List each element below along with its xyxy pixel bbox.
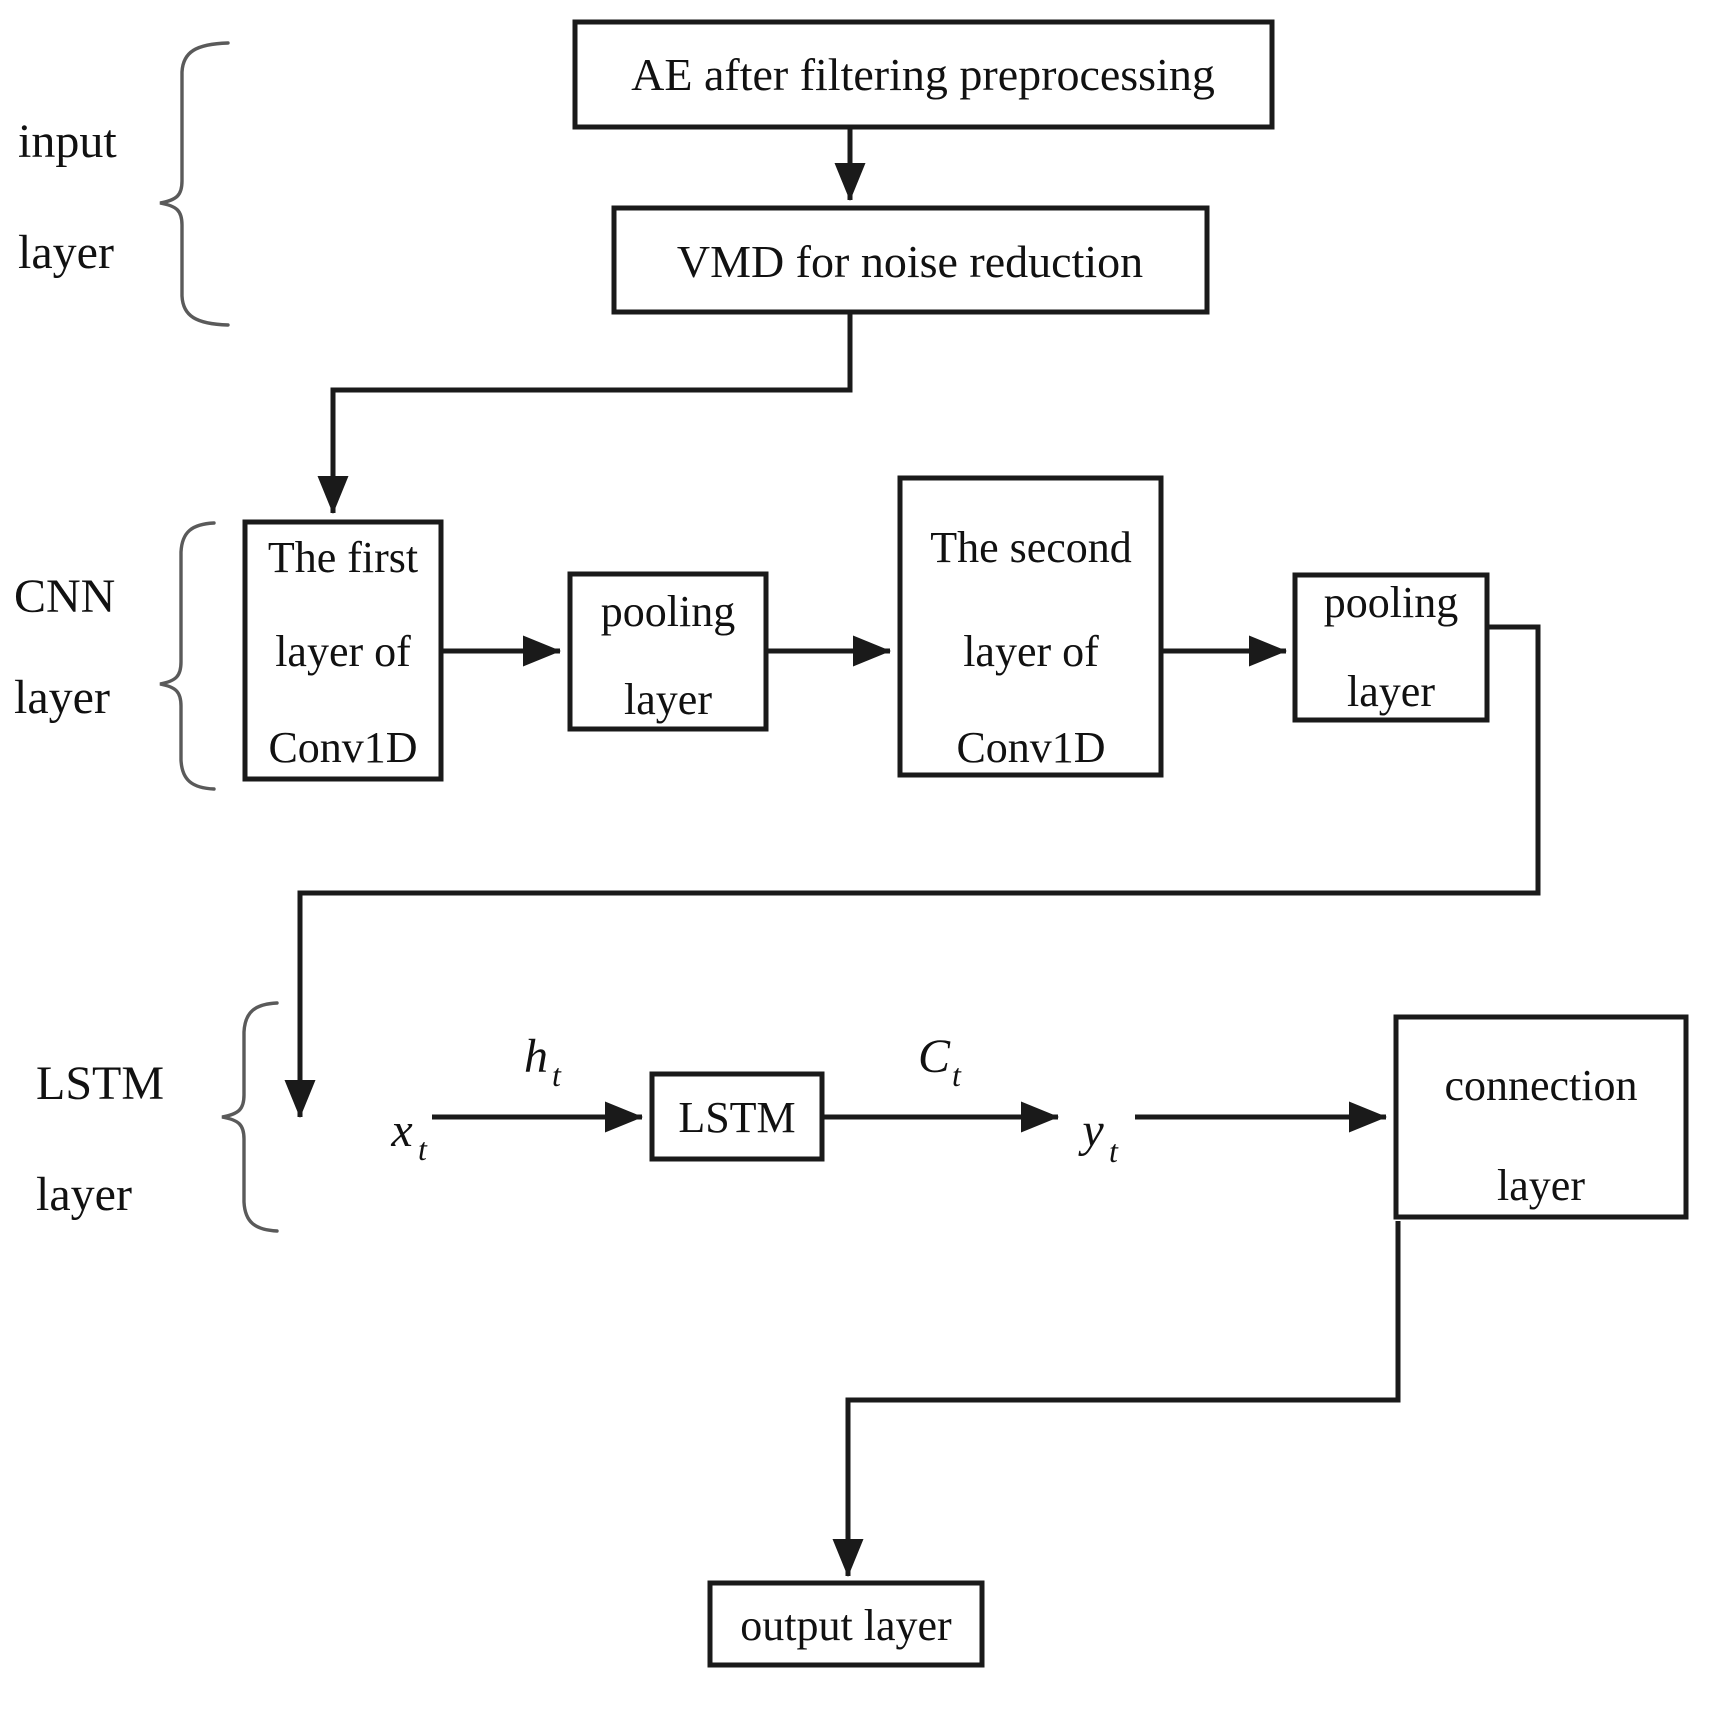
brace-cnn-layer bbox=[159, 521, 216, 791]
edge-label-y-t-base: y bbox=[1077, 1104, 1104, 1157]
node-pooling-first-line1: pooling bbox=[601, 587, 735, 636]
node-connection-line1: connection bbox=[1444, 1061, 1637, 1110]
node-conv1d-second[interactable]: The second layer of Conv1D bbox=[897, 475, 1164, 778]
edge-label-h-t-sub: t bbox=[552, 1057, 562, 1093]
node-conv1d-first-line3: Conv1D bbox=[268, 723, 417, 772]
node-output-box[interactable]: output layer bbox=[707, 1580, 985, 1668]
edge-label-x-t-base: x bbox=[390, 1104, 412, 1157]
node-ae-box[interactable]: AE after filtering preprocessing bbox=[572, 19, 1275, 130]
group-label-lstm-line2: layer bbox=[36, 1168, 132, 1221]
group-label-input-line2: layer bbox=[18, 226, 114, 279]
edge-label-y-t: y t bbox=[1077, 1104, 1119, 1169]
brace-input-layer bbox=[159, 41, 230, 327]
edge-label-x-t: x t bbox=[390, 1104, 428, 1167]
node-ae-label: AE after filtering preprocessing bbox=[631, 49, 1215, 100]
node-vmd-label: VMD for noise reduction bbox=[677, 236, 1143, 287]
node-conv1d-second-line1: The second bbox=[930, 523, 1132, 572]
node-pooling-second[interactable]: pooling layer bbox=[1292, 572, 1490, 723]
node-pooling-second-line1: pooling bbox=[1324, 578, 1458, 627]
edge-label-c-t-base: C bbox=[918, 1030, 951, 1083]
node-conv1d-first-line1: The first bbox=[268, 533, 418, 582]
edge-label-c-t-sub: t bbox=[952, 1057, 962, 1093]
brace-lstm-layer bbox=[221, 1001, 279, 1233]
group-label-input-line1: input bbox=[18, 115, 117, 168]
group-label-lstm-line1: LSTM bbox=[36, 1057, 164, 1110]
edge-label-c-t: C t bbox=[918, 1030, 962, 1093]
node-pooling-first-line2: layer bbox=[624, 675, 712, 724]
node-conv1d-first-line2: layer of bbox=[275, 627, 411, 676]
node-connection-box[interactable]: connection layer bbox=[1393, 1014, 1689, 1220]
node-conv1d-first[interactable]: The first layer of Conv1D bbox=[242, 519, 444, 782]
edge-label-x-t-sub: t bbox=[418, 1131, 428, 1167]
group-label-cnn-line1: CNN bbox=[14, 570, 115, 623]
edge-label-h-t-base: h bbox=[524, 1030, 548, 1083]
node-output-label: output layer bbox=[740, 1601, 952, 1650]
node-vmd-box[interactable]: VMD for noise reduction bbox=[611, 205, 1210, 315]
node-lstm-box[interactable]: LSTM bbox=[649, 1071, 825, 1162]
edge-pooling-second-to-lstm-input bbox=[284, 624, 1541, 1118]
node-conv1d-second-line2: layer of bbox=[963, 627, 1099, 676]
node-conv1d-second-line3: Conv1D bbox=[956, 723, 1105, 772]
node-lstm-label: LSTM bbox=[678, 1093, 795, 1142]
edge-label-h-t: h t bbox=[524, 1030, 562, 1093]
node-pooling-first[interactable]: pooling layer bbox=[567, 571, 769, 732]
edge-connection-to-output bbox=[832, 1221, 1401, 1577]
node-pooling-second-line2: layer bbox=[1347, 667, 1435, 716]
node-connection-line2: layer bbox=[1497, 1161, 1585, 1210]
edge-label-y-t-sub: t bbox=[1109, 1133, 1119, 1169]
edge-vmd-to-conv1d-first bbox=[317, 312, 853, 514]
group-label-cnn-line2: layer bbox=[14, 671, 110, 724]
